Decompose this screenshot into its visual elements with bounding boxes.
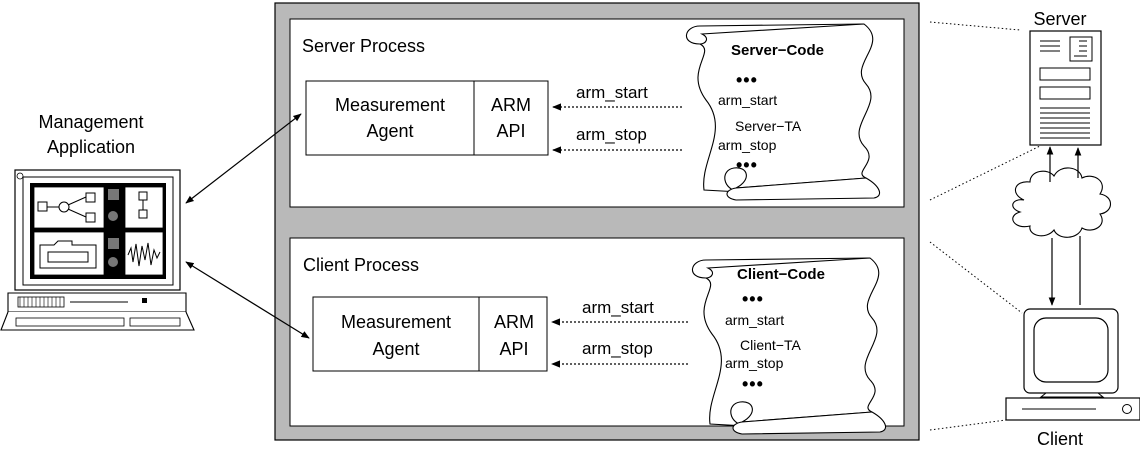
management-title-line1: Management: [38, 112, 143, 132]
client-agent-label-1: Measurement: [341, 312, 451, 332]
server-measurement-agent: Measurement Agent ARM API: [305, 80, 549, 156]
dotted-guide-lines: [929, 21, 1041, 431]
client-computer-icon: [1005, 308, 1140, 421]
server-agent-label-2: Agent: [366, 121, 413, 141]
client-code-dots-top: •••: [742, 289, 764, 309]
server-node-label: Server: [1033, 9, 1086, 29]
client-code-ta: Client−TA: [740, 337, 801, 353]
client-code-arm-stop: arm_stop: [725, 355, 784, 371]
management-workstation-icon: [0, 169, 195, 331]
client-arm-start-label: arm_start: [582, 298, 654, 317]
server-api-label-2: API: [496, 121, 525, 141]
client-api-label-2: API: [499, 339, 528, 359]
client-code-title: Client−Code: [737, 266, 825, 283]
client-code-arm-start: arm_start: [725, 312, 784, 328]
management-to-server-agent-arrow: [185, 113, 302, 204]
server-code-title: Server−Code: [731, 42, 824, 59]
client-code-scroll: Client−Code ••• arm_start Client−TA arm_…: [691, 257, 887, 435]
network-cloud-icon: [1012, 167, 1112, 238]
client-api-label-1: ARM: [494, 312, 534, 332]
server-process-title: Server Process: [302, 36, 425, 56]
server-arm-stop-label: arm_stop: [576, 125, 647, 144]
client-process-title: Client Process: [303, 255, 419, 275]
client-arm-stop-label: arm_stop: [582, 339, 653, 358]
server-agent-label-1: Measurement: [335, 95, 445, 115]
server-code-dots-bottom: •••: [736, 155, 758, 175]
server-arm-start-label: arm_start: [576, 83, 648, 102]
server-code-scroll: Server−Code ••• arm_start Server−TA arm_…: [685, 23, 881, 201]
server-code-arm-stop: arm_stop: [718, 137, 777, 153]
server-code-arm-start: arm_start: [718, 92, 777, 108]
server-api-label-1: ARM: [491, 95, 531, 115]
client-process-panel: Client Process Measurement Agent ARM API…: [289, 237, 905, 435]
server-code-dots-top: •••: [736, 70, 758, 90]
server-tower-icon: [1029, 30, 1102, 146]
client-measurement-agent: Measurement Agent ARM API: [312, 296, 548, 372]
server-code-ta: Server−TA: [735, 118, 802, 134]
client-agent-label-2: Agent: [372, 339, 419, 359]
client-code-dots-bottom: •••: [742, 374, 764, 394]
management-title-line2: Application: [47, 137, 135, 157]
client-node-label: Client: [1037, 429, 1083, 449]
server-process-panel: Server Process Measurement Agent ARM API…: [289, 18, 905, 208]
management-to-client-agent-arrow: [185, 261, 310, 339]
